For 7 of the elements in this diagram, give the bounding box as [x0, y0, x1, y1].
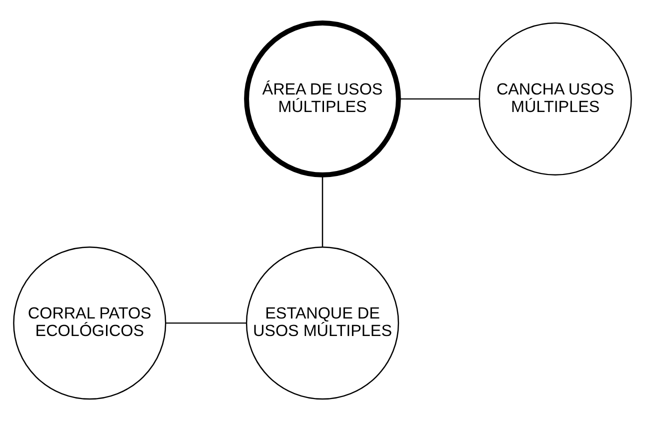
node-circle: CANCHA USOS MÚLTIPLES	[478, 22, 632, 176]
connector	[322, 175, 324, 247]
connector	[166, 322, 246, 324]
node-circle: ESTANQUE DE USOS MÚLTIPLES	[246, 246, 400, 400]
node-circle: ÁREA DE USOS MÚLTIPLES	[244, 20, 401, 178]
connector	[398, 98, 479, 100]
node-circle: CORRAL PATOS ECOLÓGICOS	[13, 246, 166, 400]
